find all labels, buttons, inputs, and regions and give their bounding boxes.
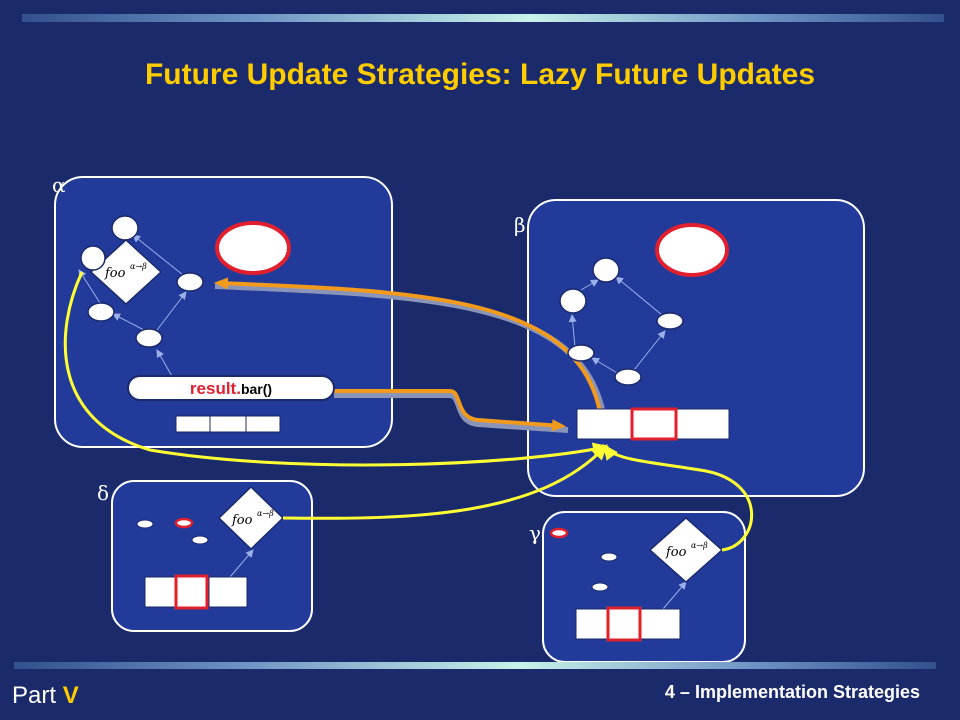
alpha-object-node [111, 215, 139, 241]
gamma-object-node [591, 582, 609, 592]
gamma-foo-label: foo [665, 545, 687, 560]
node-delta-panel [111, 480, 313, 632]
yellow-arrow-alpha-to-beta [63, 271, 609, 467]
beta-object-node [614, 368, 642, 386]
part-label: Part [12, 682, 57, 709]
label-alpha: α [52, 173, 66, 197]
top-decor-bar [22, 14, 944, 22]
yellow-arrow-gamma-to-beta [602, 443, 753, 552]
gamma-future-object [549, 527, 569, 539]
beta-object-node [592, 257, 620, 283]
delta-link [229, 549, 254, 578]
alpha-object-node [80, 245, 106, 271]
beta-call-stack [576, 407, 730, 441]
call-pill-suffix: bar() [241, 381, 272, 397]
label-delta: δ [97, 481, 109, 505]
gamma-future-slot [606, 606, 642, 642]
return-arrow [214, 277, 602, 413]
beta-object-graph [568, 276, 666, 375]
svg-text:result.bar(): result.bar() [190, 379, 272, 398]
gamma-call-stack [575, 606, 681, 642]
delta-object-node [191, 535, 209, 545]
delta-object-node [136, 519, 154, 529]
beta-object-node [559, 288, 587, 314]
alpha-object-node [176, 272, 204, 292]
alpha-foo-label: foo [104, 266, 126, 281]
alpha-red-object [215, 221, 291, 275]
slide-title: Future Update Strategies: Lazy Future Up… [144, 58, 816, 91]
label-gamma: γ [529, 521, 541, 545]
beta-future-slot [630, 407, 678, 441]
gamma-foo-method: foo α→β [648, 516, 724, 584]
alpha-object-node [135, 328, 163, 348]
beta-object-node [567, 344, 595, 362]
delta-call-stack [144, 574, 248, 610]
alpha-foo-superscript: α→β [130, 262, 147, 271]
delta-foo-method: foo α→β [217, 485, 285, 551]
gamma-foo-superscript: α→β [691, 541, 708, 550]
alpha-call-stack [175, 415, 281, 433]
delta-future-slot [174, 574, 209, 610]
part-indicator: Part V [12, 682, 79, 710]
delta-foo-superscript: α→β [257, 509, 274, 518]
bottom-decor-bar [14, 662, 936, 669]
alpha-foo-method: foo α→β [89, 238, 163, 306]
beta-object-node [656, 312, 684, 330]
section-title: 4 – Implementation Strategies [664, 682, 920, 702]
label-beta: β [514, 213, 526, 237]
gamma-object-node [600, 552, 618, 562]
result-bar-call: result.bar() [127, 375, 335, 401]
delta-foo-label: foo [231, 513, 253, 528]
yellow-arrow-delta-to-beta [282, 444, 608, 520]
gamma-link [662, 581, 687, 610]
part-number: V [62, 682, 79, 709]
alpha-object-node [87, 302, 115, 322]
delta-future-object [174, 517, 194, 529]
beta-red-object [655, 223, 729, 277]
call-arrow [334, 389, 566, 432]
call-pill-prefix: result. [190, 379, 241, 398]
